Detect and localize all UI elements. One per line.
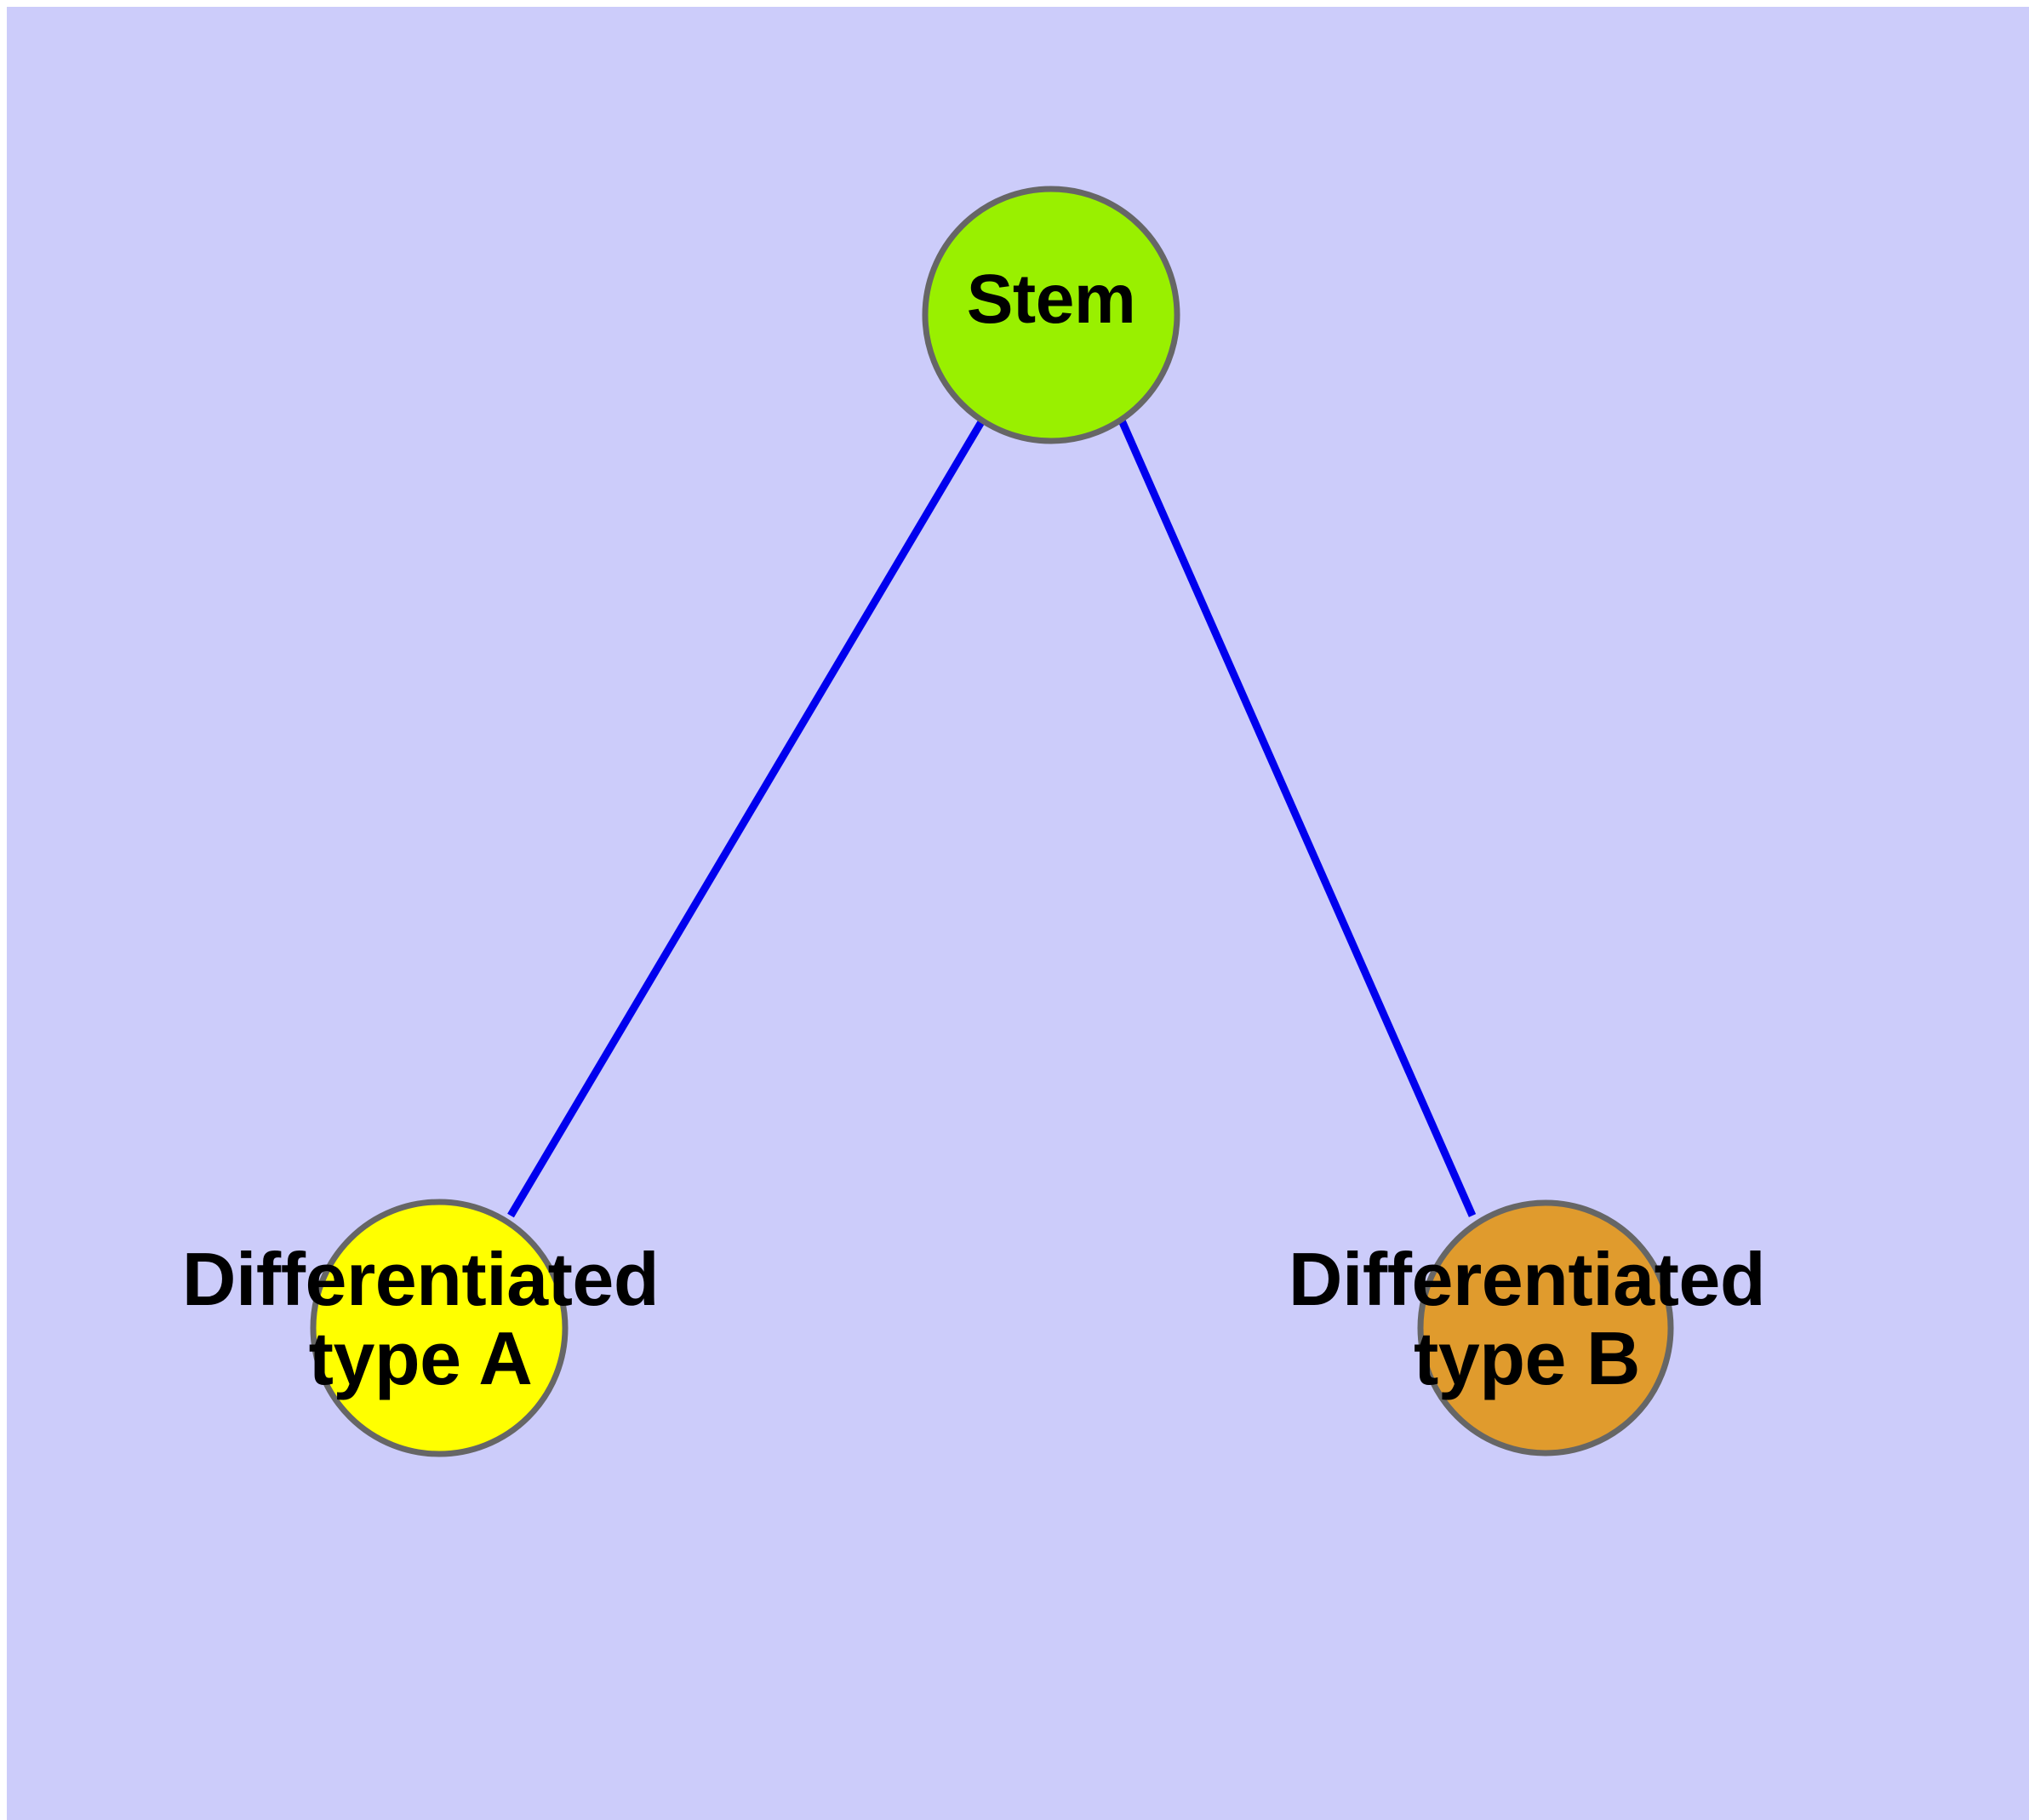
node-stem[interactable] [922,186,1180,444]
edge-stem-to-differentiated-a [507,418,986,1218]
node-differentiated-type-b[interactable] [1417,1199,1674,1457]
node-layer [310,186,1674,1457]
node-differentiated-type-a[interactable] [310,1199,569,1457]
edge-stem-to-differentiated-b [1117,419,1477,1217]
edge-layer [507,418,1477,1218]
